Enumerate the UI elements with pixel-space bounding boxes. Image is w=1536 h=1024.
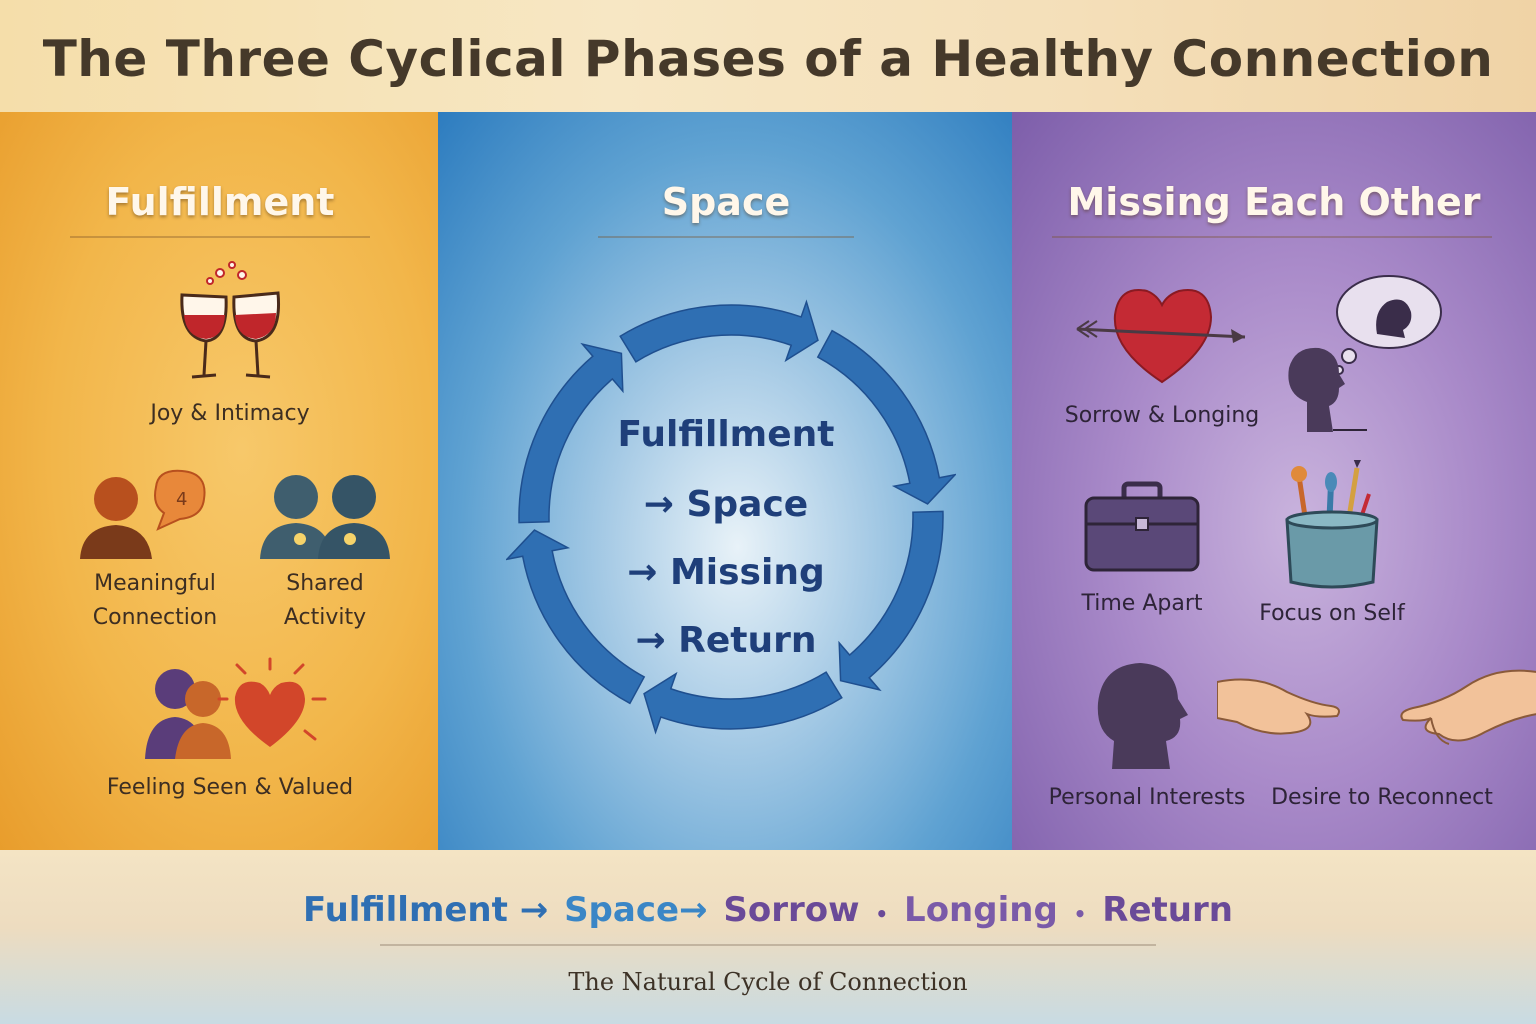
meaningful-connection-label-1: Meaningful [94,571,216,596]
cycle-arrows-icon [506,299,956,735]
head-silhouette-icon [1097,663,1188,769]
fulfillment-panel: Fulfillment Joy & Intimacy 4 Meaningful … [0,112,440,862]
feeling-seen-valued-icon [145,657,327,759]
reaching-hands-icon [1217,669,1536,745]
heart-arrow-icon [1076,289,1246,384]
fulfillment-heading: Fulfillment [105,180,335,224]
cycle-line-missing: → Missing [627,552,825,593]
time-apart-label: Time Apart [1081,591,1203,616]
meaningful-connection-label-2: Connection [92,605,218,630]
missing-heading: Missing Each Other [1067,180,1481,224]
fulfillment-heading-rule [70,236,370,238]
cycle-line-fulfillment: Fulfillment [617,414,835,455]
cycle-arrow-segment [816,329,956,505]
feeling-seen-valued-label: Feeling Seen & Valued [106,775,354,800]
briefcase-icon [1084,481,1200,572]
page-title: The Three Cyclical Phases of a Healthy C… [42,30,1494,88]
cycle-arrow-segment [643,671,843,735]
flow-separator-2: • [1073,902,1087,926]
shared-activity-label-2: Activity [283,605,367,630]
space-heading: Space [661,180,791,224]
cycle-arrow-segment [506,529,646,705]
flow-separator-1: • [875,902,889,926]
space-panel: Space Fulfillment → Space → Missing → Re… [438,112,1014,862]
missing-heading-rule [1052,236,1492,238]
personal-interests-label: Personal Interests [1048,785,1246,810]
flow-space: Space→ [564,890,708,930]
shared-activity-icon [260,475,390,559]
cycle-arrow-segment [518,342,624,524]
cycle-line-return: → Return [635,620,817,661]
wine-glasses-icon [180,261,281,379]
flow-rule [380,944,1156,946]
sorrow-longing-label: Sorrow & Longing [1064,403,1260,428]
joy-intimacy-label: Joy & Intimacy [150,401,310,426]
cycle-arrow-segment [838,510,944,692]
thinking-person-icon [1288,275,1442,432]
brush-cup-icon [1285,460,1379,589]
title-band [0,0,1536,125]
desire-reconnect-label: Desire to Reconnect [1271,785,1493,810]
shared-activity-label-1: Shared [286,571,364,596]
cycle-line-space: → Space [643,484,809,525]
space-heading-rule [598,236,854,238]
meaningful-connection-icon: 4 [80,469,206,559]
flow-return: Return [1102,890,1233,930]
subtitle: The Natural Cycle of Connection [568,968,968,996]
flow-longing: Longing [904,890,1058,930]
svg-text:4: 4 [176,489,187,510]
missing-panel: Missing Each Other Sorrow & Longing Time… [1012,112,1536,862]
focus-on-self-label: Focus on Self [1259,601,1405,626]
flow-sorrow: Sorrow [723,890,860,930]
cycle-arrow-segment [619,299,819,363]
flow-fulfillment: Fulfillment → [303,890,549,930]
cycle-flow-text: Fulfillment → Space→ Sorrow • Longing • … [0,890,1536,930]
bottom-band [0,850,1536,1024]
